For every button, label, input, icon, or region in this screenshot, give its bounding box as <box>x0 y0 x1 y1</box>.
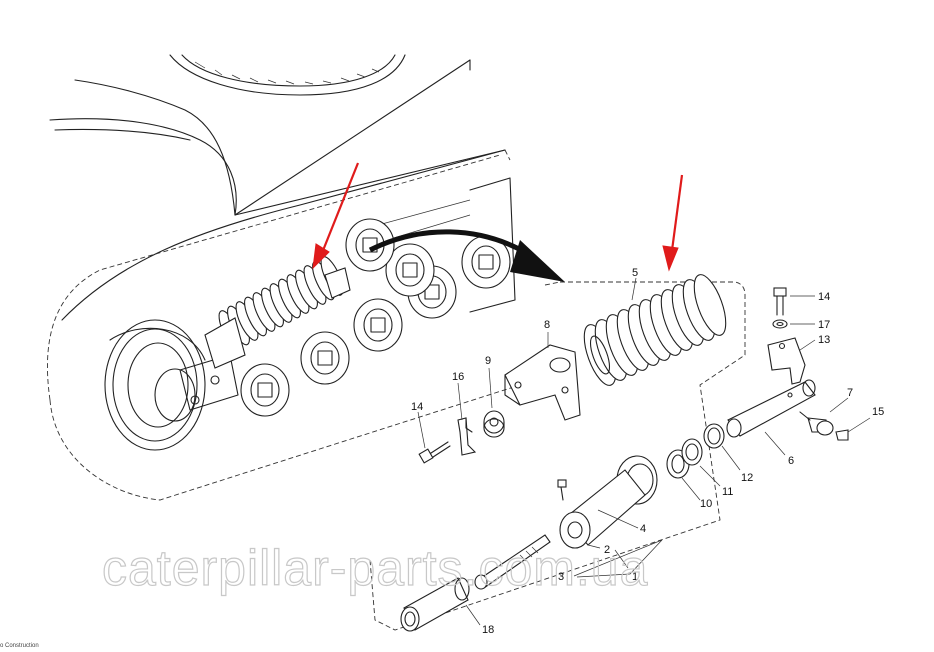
track-rollers <box>240 218 511 417</box>
cylinder-assembly <box>474 455 658 590</box>
clip-part-17 <box>457 417 477 456</box>
watermark: caterpillar-parts.com.ua <box>102 540 648 596</box>
label-part-2: 2 <box>604 544 610 556</box>
label-part-18: 18 <box>482 624 494 636</box>
removal-arrow <box>368 229 565 282</box>
cap-part-15 <box>835 429 849 441</box>
bushing-part-9 <box>483 410 505 438</box>
bolt-part-14-left <box>418 441 451 464</box>
label-part-8: 8 <box>544 319 550 331</box>
label-part-12: 12 <box>741 472 753 484</box>
label-part-15: 15 <box>872 406 884 418</box>
label-part-17: 16 <box>452 371 464 383</box>
label-part-14-right: 14 <box>818 291 830 303</box>
label-part-11: 11 <box>722 486 733 498</box>
pin-part-6 <box>726 379 816 438</box>
label-part-16: 17 <box>818 319 830 331</box>
tube-part-18 <box>400 577 470 632</box>
exploded-view-boundary <box>369 281 746 631</box>
label-part-3: 3 <box>558 571 564 583</box>
idler-wheel <box>104 319 239 451</box>
label-part-4: 4 <box>640 523 646 535</box>
washer-part-16 <box>772 319 788 329</box>
part-labels: 5 8 9 16 14 14 17 13 7 15 6 12 11 10 4 2… <box>411 267 884 636</box>
label-part-14-left: 14 <box>411 401 423 413</box>
bolt-part-14-right <box>773 287 787 316</box>
bracket-part-8 <box>504 344 581 421</box>
red-arrow-installed <box>312 162 360 270</box>
label-part-6: 6 <box>788 455 794 467</box>
installed-recoil-spring <box>204 256 351 369</box>
machine-outline <box>47 54 521 501</box>
plate-part-13 <box>767 337 806 385</box>
fitting-part-7 <box>799 411 834 436</box>
label-part-1: 1 <box>632 571 638 583</box>
ring-part-11 <box>681 438 703 466</box>
leader-lines <box>417 277 871 626</box>
ring-part-12 <box>703 423 725 449</box>
caption-text: o Construction <box>0 643 39 649</box>
recoil-spring-part-5 <box>583 274 727 386</box>
label-part-13: 13 <box>818 334 830 346</box>
label-part-7: 7 <box>847 387 853 399</box>
label-part-9: 9 <box>485 355 491 367</box>
label-part-5: 5 <box>632 267 638 279</box>
red-arrow-exploded <box>662 174 684 272</box>
label-part-10: 10 <box>700 498 712 510</box>
